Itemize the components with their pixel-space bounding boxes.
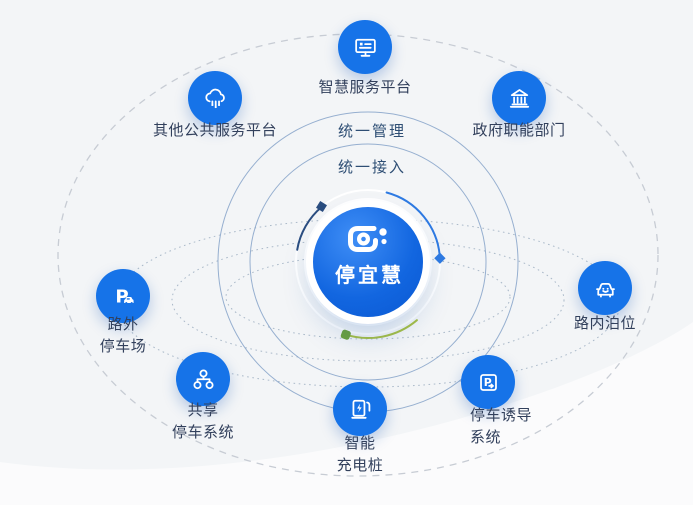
- node-label: 共享停车系统: [171, 401, 234, 441]
- orbit-ellipse-middle: [171, 238, 565, 362]
- node-label: 路外停车场: [99, 315, 147, 355]
- network-share-icon: [192, 368, 214, 389]
- svg-text:P: P: [483, 375, 491, 388]
- node-label: 智慧服务平台: [318, 78, 412, 96]
- node-circle-onroad-berth: [578, 261, 632, 315]
- svg-text:P: P: [115, 286, 128, 307]
- monitor-icon: [354, 38, 376, 57]
- parking-guidance-icon: P: [479, 373, 497, 391]
- node-circle-smart-charging: [333, 382, 387, 436]
- ring-label-unified-access: 统一接入: [337, 158, 406, 176]
- node-circle-government: [492, 71, 546, 125]
- car-front-icon: [595, 282, 615, 297]
- node-label: 停车诱导系统: [470, 406, 533, 446]
- hub-arc-navy: [296, 205, 323, 251]
- hub-arc-green: [344, 319, 418, 339]
- node-circle-offroad-parking: P: [96, 269, 150, 323]
- outer-dashed-ellipse: [57, 33, 659, 477]
- government-building-icon: [509, 88, 529, 108]
- node-circle-shared-parking: [176, 352, 230, 406]
- node-circle-smart-service: [338, 20, 392, 74]
- hub-arc-diamond-marker: [434, 252, 446, 264]
- hub-arc-green-dot-marker: [340, 329, 351, 340]
- background-wave: [0, 322, 693, 505]
- unified-access-ring: [249, 143, 487, 381]
- cloud-computing-icon: [204, 88, 225, 108]
- node-label: 路内泊位: [573, 314, 636, 332]
- hub-node-tingyihui: 停宜慧: [313, 207, 423, 317]
- snail-q-logo-icon: [348, 226, 387, 252]
- parking-car-icon: P: [115, 286, 134, 307]
- ring-label-unified-management: 统一管理: [337, 122, 406, 140]
- hub-arc-blue: [385, 191, 441, 260]
- node-circle-other-public: [188, 71, 242, 125]
- ev-charger-icon: [350, 399, 370, 419]
- orbit-ellipse-inner: [225, 254, 511, 340]
- node-label: 其他公共服务平台: [152, 121, 277, 139]
- node-circle-parking-guidance: P: [461, 355, 515, 409]
- node-label: 政府职能部门: [472, 121, 566, 139]
- hub-label: 停宜慧: [335, 263, 404, 287]
- node-label: 智能充电桩: [336, 434, 384, 474]
- hub-arc-square-marker: [315, 200, 328, 213]
